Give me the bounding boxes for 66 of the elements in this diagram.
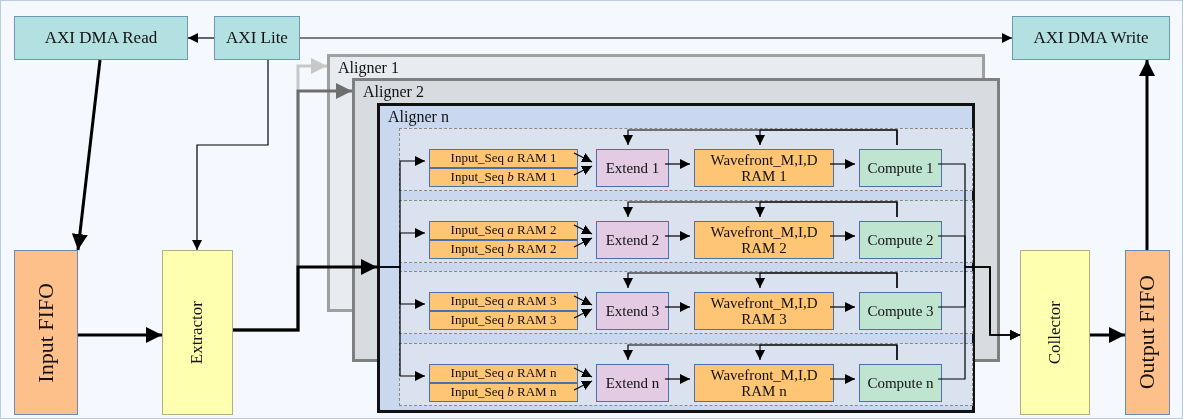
extend-block: Extend n — [596, 364, 669, 402]
arrow — [573, 224, 593, 235]
arrow — [755, 201, 898, 218]
ram-block: Input_Seq a RAM 3 — [429, 292, 578, 311]
panel-title: Aligner n — [388, 108, 449, 126]
arrow — [664, 231, 691, 241]
lane-group — [399, 343, 973, 406]
aligner-panel — [352, 78, 1000, 103]
arrow — [573, 367, 593, 378]
arrow — [573, 152, 593, 163]
arrow — [187, 33, 215, 43]
arrow — [829, 374, 856, 384]
ram-block: Input_Seq b RAM 1 — [429, 168, 578, 187]
lane-group — [399, 200, 973, 263]
compute-block: Compute 3 — [859, 292, 942, 330]
arrow — [71, 59, 102, 251]
arrow — [664, 159, 691, 169]
wavefront-ram-block: Wavefront_M,I,D RAM n — [694, 364, 834, 402]
arrow — [664, 302, 691, 312]
compute-block: Compute 2 — [859, 221, 942, 259]
arrow — [829, 159, 856, 169]
arrow — [1090, 327, 1125, 343]
wavefront-ram-block: Wavefront_M,I,D RAM 3 — [694, 292, 834, 330]
wavefront-ram-block: Wavefront_M,I,D RAM 2 — [694, 221, 834, 259]
extend-block: Extend 2 — [596, 221, 669, 259]
fifo-block: Output FIFO — [1125, 250, 1170, 415]
panel-title: Aligner 2 — [363, 83, 424, 101]
aligner-panel — [377, 103, 975, 413]
dma-block: AXI DMA Read — [14, 16, 188, 60]
lane-group — [399, 271, 973, 334]
arrow — [829, 302, 856, 312]
ram-block: Input_Seq a RAM n — [429, 364, 578, 383]
ram-block: Input_Seq a RAM 2 — [429, 221, 578, 240]
ram-block: Input_Seq a RAM 1 — [429, 149, 578, 168]
panel-title: Aligner 1 — [338, 59, 399, 77]
arrow — [664, 374, 691, 384]
arrow — [829, 231, 856, 241]
dma-block: AXI DMA Write — [1012, 16, 1170, 60]
arrow — [192, 59, 269, 251]
ram-block: Input_Seq b RAM n — [429, 383, 578, 402]
extend-block: Extend 3 — [596, 292, 669, 330]
arrow — [573, 237, 593, 248]
compute-block: Compute n — [859, 364, 942, 402]
arrow — [755, 129, 898, 146]
arrow — [573, 308, 593, 319]
arrow — [573, 165, 593, 176]
arrow — [233, 259, 377, 332]
lane-group — [399, 128, 973, 191]
arrow — [937, 266, 1021, 380]
arrow — [299, 33, 1013, 43]
fifo-block: Input FIFO — [14, 250, 78, 415]
ram-block: Input_Seq b RAM 3 — [429, 311, 578, 330]
extend-block: Extend 1 — [596, 149, 669, 187]
wavefront-ram-block: Wavefront_M,I,D RAM 1 — [694, 149, 834, 187]
collector-block: Collector — [1020, 250, 1090, 415]
ram-block: Input_Seq b RAM 2 — [429, 240, 578, 259]
arrow — [755, 272, 898, 289]
arrow — [755, 344, 898, 361]
extractor-block: Extractor — [162, 250, 233, 415]
compute-block: Compute 1 — [859, 149, 942, 187]
arrow — [78, 327, 162, 343]
control-block: AXI Lite — [214, 16, 300, 60]
aligner-panel — [327, 54, 985, 78]
arrow — [573, 295, 593, 306]
arrow — [1139, 60, 1155, 250]
arrow — [573, 380, 593, 391]
